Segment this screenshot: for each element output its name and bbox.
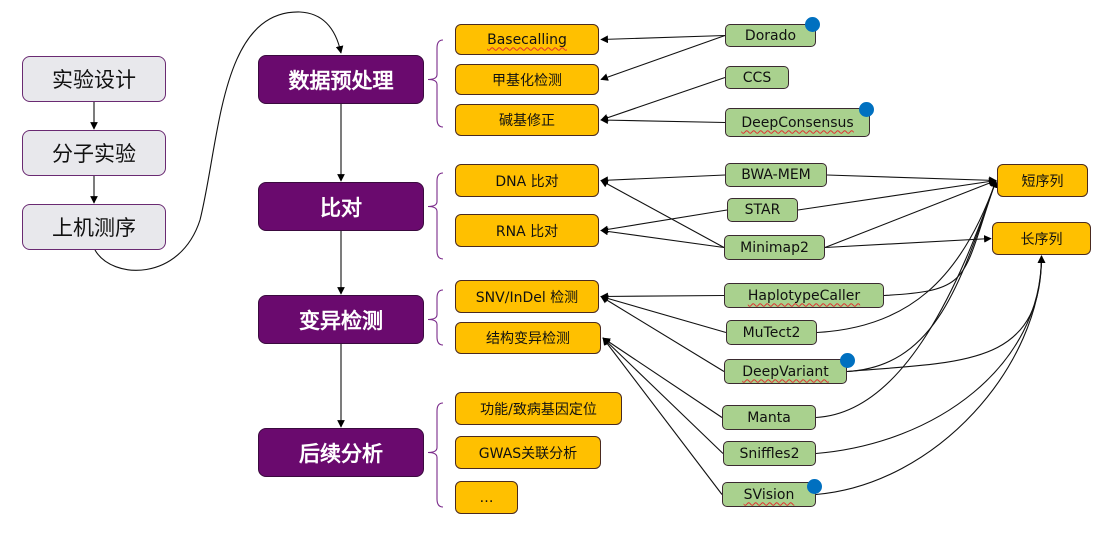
task-snv-indel[interactable]: SNV/InDel 检测 — [455, 280, 599, 313]
tool-label: HaplotypeCaller — [747, 287, 861, 304]
tool-minimap2[interactable]: Minimap2 — [724, 235, 825, 260]
tool-deepvariant[interactable]: DeepVariant — [724, 359, 847, 384]
task-label: 功能/致病基因定位 — [480, 401, 597, 418]
tool-to-task-arrow — [602, 337, 723, 495]
tool-star[interactable]: STAR — [727, 198, 798, 222]
tool-label: Manta — [747, 409, 791, 426]
ai-badge-icon — [840, 353, 855, 368]
readtype-long[interactable]: 长序列 — [992, 222, 1091, 255]
tool-to-task-arrow — [600, 292, 725, 301]
task-more[interactable]: … — [455, 481, 518, 514]
tool-sniffles2[interactable]: Sniffles2 — [723, 441, 816, 466]
stage-preprocess[interactable]: 数据预处理 — [258, 55, 424, 104]
tool-to-task-arrow — [600, 294, 727, 334]
tool-deepconsensus[interactable]: DeepConsensus — [725, 108, 870, 137]
task-rna-align[interactable]: RNA 比对 — [455, 214, 599, 247]
ai-badge-icon — [807, 479, 822, 494]
task-gwas[interactable]: GWAS关联分析 — [455, 436, 601, 469]
pipeline-step-label: 实验设计 — [52, 68, 136, 92]
sequencing-to-preprocess-arrow — [94, 11, 344, 271]
task-gene-mapping[interactable]: 功能/致病基因定位 — [455, 392, 622, 425]
tool-to-readtype-arrow — [815, 255, 1046, 496]
tool-label: STAR — [744, 202, 781, 218]
task-dna-align[interactable]: DNA 比对 — [455, 164, 599, 197]
tool-to-task-arrow — [600, 209, 728, 234]
ai-badge-icon — [805, 17, 820, 32]
pipeline-step-mol-exp[interactable]: 分子实验 — [22, 130, 166, 176]
tool-to-readtype-arrow — [846, 255, 1046, 373]
task-base-correction[interactable]: 碱基修正 — [455, 104, 599, 136]
tool-to-readtype-arrow — [883, 179, 998, 297]
tool-to-task-arrow — [600, 34, 726, 44]
tool-to-readtype-arrow — [824, 179, 997, 249]
readtype-label: 长序列 — [1020, 231, 1063, 248]
pipeline-step-label: 分子实验 — [52, 142, 136, 166]
tool-label: DeepVariant — [742, 363, 829, 380]
tool-to-task-arrow — [602, 337, 723, 418]
task-label: Basecalling — [487, 31, 567, 48]
tool-to-readtype-arrow — [824, 235, 992, 249]
tool-to-task-arrow — [602, 337, 724, 454]
tool-bwa-mem[interactable]: BWA-MEM — [725, 163, 827, 187]
tool-mutect2[interactable]: MuTect2 — [726, 320, 817, 345]
tool-svision[interactable]: SVision — [722, 482, 816, 507]
tool-label: BWA-MEM — [741, 167, 811, 183]
tool-label: Minimap2 — [740, 239, 809, 256]
ai-badge-icon — [859, 102, 874, 117]
tool-to-task-arrow — [600, 34, 726, 81]
readtype-short[interactable]: 短序列 — [997, 164, 1088, 197]
task-label: DNA 比对 — [495, 173, 559, 190]
tool-to-task-arrow — [600, 76, 726, 122]
tool-to-task-arrow — [600, 180, 725, 248]
tool-haplotypecaller[interactable]: HaplotypeCaller — [724, 283, 884, 308]
tool-label: Sniffles2 — [739, 445, 800, 462]
task-label: GWAS关联分析 — [478, 445, 578, 462]
stage-variant[interactable]: 变异检测 — [258, 295, 424, 344]
stage-label: 后续分析 — [299, 441, 383, 466]
tool-label: DeepConsensus — [741, 114, 854, 131]
stage-alignment[interactable]: 比对 — [258, 182, 424, 231]
tool-to-readtype-arrow — [797, 177, 997, 211]
task-basecalling[interactable]: Basecalling — [455, 24, 599, 55]
tool-manta[interactable]: Manta — [722, 405, 816, 430]
tool-to-readtype-arrow — [815, 255, 1046, 455]
stage-downstream[interactable]: 后续分析 — [258, 428, 424, 477]
stage-brace — [427, 402, 444, 508]
task-methylation[interactable]: 甲基化检测 — [455, 64, 599, 95]
tool-label: SVision — [743, 486, 795, 503]
stage-label: 比对 — [320, 195, 362, 220]
tool-to-task-arrow — [600, 227, 725, 249]
stage-brace — [427, 172, 444, 260]
task-label: 碱基修正 — [499, 113, 555, 129]
tool-to-readtype-arrow — [846, 179, 998, 373]
tool-to-task-arrow — [600, 296, 725, 372]
tool-label: CCS — [742, 69, 772, 86]
readtype-label: 短序列 — [1021, 173, 1064, 190]
stage-label: 数据预处理 — [288, 68, 394, 93]
task-sv[interactable]: 结构变异检测 — [455, 322, 601, 354]
pipeline-step-label: 上机测序 — [52, 216, 136, 240]
stage-label: 变异检测 — [299, 308, 383, 333]
stage-brace — [427, 39, 444, 128]
pipeline-step-sequencing[interactable]: 上机测序 — [22, 204, 166, 250]
task-label: RNA 比对 — [495, 223, 559, 240]
stage-brace — [427, 289, 444, 346]
tool-label: Dorado — [744, 27, 797, 44]
tool-to-readtype-arrow — [826, 174, 997, 185]
task-label: … — [479, 489, 494, 506]
task-label: SNV/InDel 检测 — [475, 289, 579, 306]
tool-to-readtype-arrow — [816, 179, 998, 334]
tool-to-readtype-arrow — [815, 179, 998, 419]
tool-label: MuTect2 — [742, 324, 801, 341]
task-label: 甲基化检测 — [492, 72, 562, 89]
tool-dorado[interactable]: Dorado — [725, 24, 816, 47]
pipeline-step-exp-design[interactable]: 实验设计 — [22, 56, 166, 102]
tool-ccs[interactable]: CCS — [725, 66, 789, 89]
tool-to-task-arrow — [600, 174, 726, 185]
tool-to-task-arrow — [600, 116, 726, 124]
task-label: 结构变异检测 — [486, 331, 570, 347]
